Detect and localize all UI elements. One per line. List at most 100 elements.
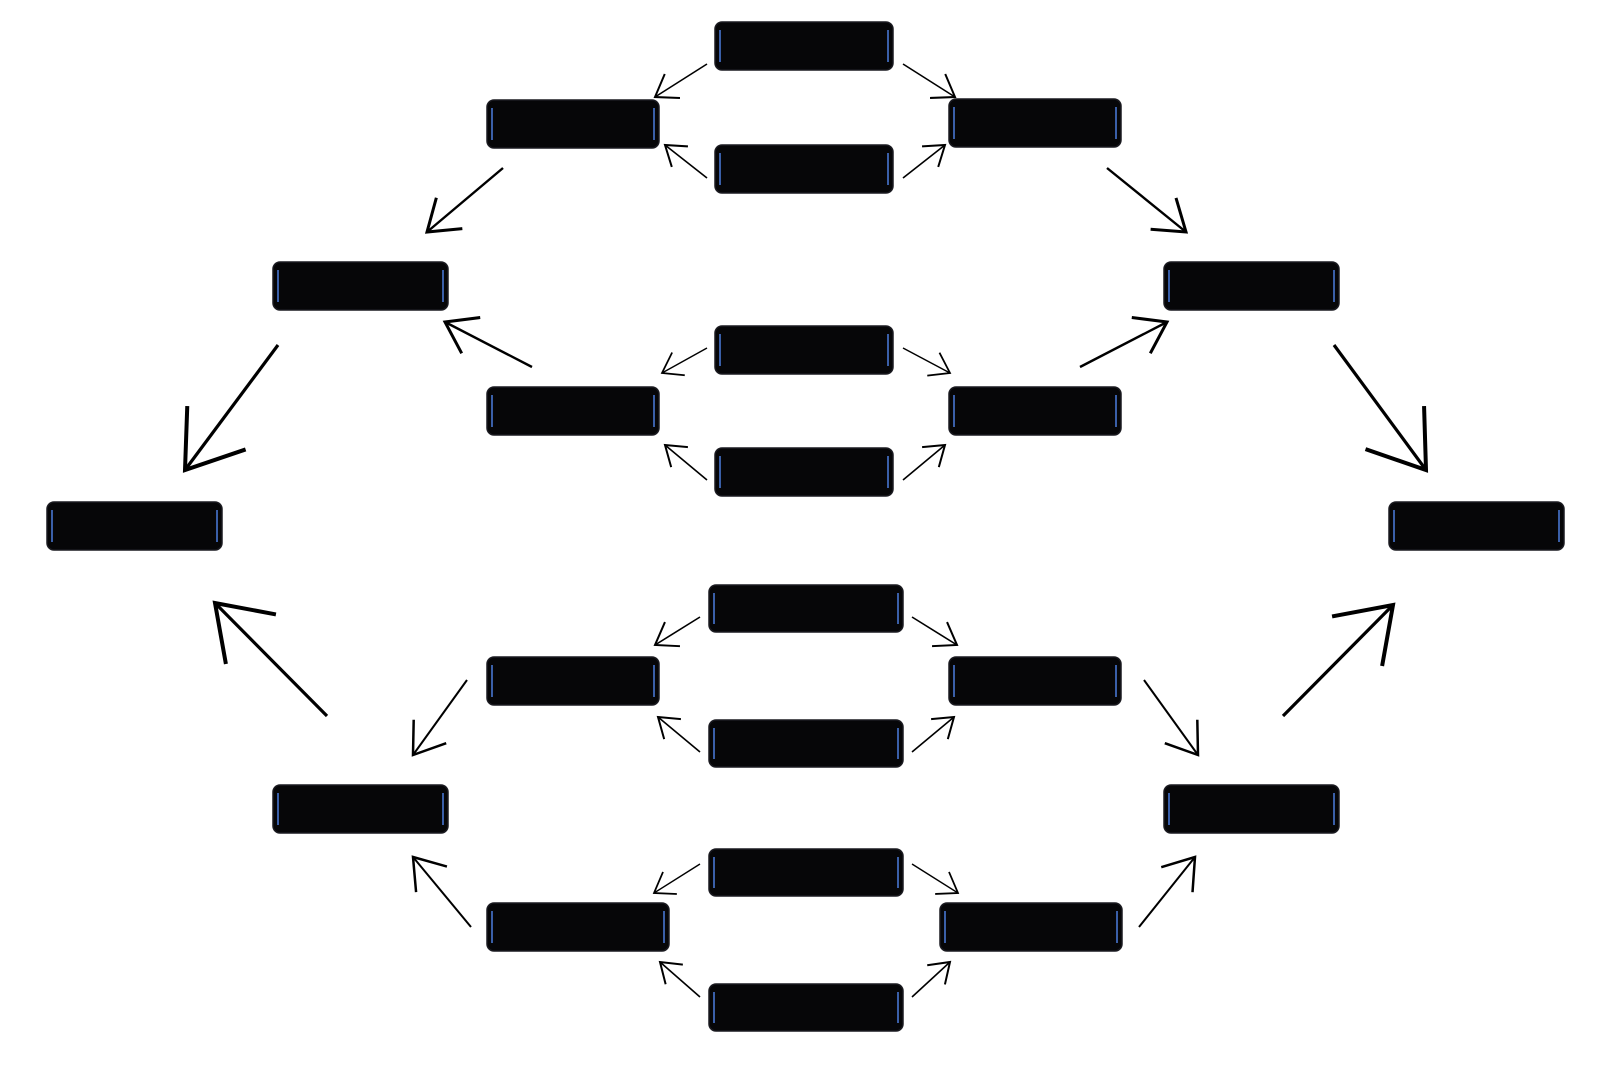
arrow-shaft xyxy=(1079,320,1168,369)
arrow-head xyxy=(652,871,677,895)
arrow-shaft xyxy=(1281,603,1395,718)
arrow-bottom-a-to-bottom-right xyxy=(911,863,960,895)
arrow-head xyxy=(424,197,463,234)
arrow-low-right-to-lower-right xyxy=(1143,679,1200,757)
arrow-head xyxy=(1160,855,1197,893)
arrow-head xyxy=(182,405,247,473)
arrow-head xyxy=(658,960,683,985)
arrow-shaft xyxy=(661,347,708,374)
arrow-head xyxy=(656,715,681,740)
node-low-a xyxy=(708,584,904,633)
node-low-right xyxy=(948,656,1122,706)
node-box xyxy=(708,719,904,768)
node-far-right xyxy=(1388,501,1565,551)
node-box xyxy=(714,325,894,375)
arrow-mid-left-to-upper-left xyxy=(442,316,533,369)
arrow-head xyxy=(929,73,957,99)
node-lower-left xyxy=(272,784,449,834)
arrow-shaft xyxy=(902,144,946,179)
node-bottom-right xyxy=(939,902,1123,952)
arrow-shaft xyxy=(911,863,959,894)
node-box xyxy=(714,144,894,194)
node-box xyxy=(1163,784,1340,834)
arrow-head xyxy=(927,352,952,377)
node-top-b xyxy=(714,144,894,194)
arrow-head xyxy=(660,352,685,377)
arrow-shaft xyxy=(1143,679,1199,756)
arrow-shaft xyxy=(664,144,708,179)
node-box xyxy=(948,656,1122,706)
arrow-shaft xyxy=(412,679,468,756)
arrow-head xyxy=(935,871,960,895)
arrow-top-b-to-top-left xyxy=(663,143,708,179)
node-bottom-left xyxy=(486,902,670,952)
node-box xyxy=(1388,501,1565,551)
arrow-top-b-to-top-right xyxy=(902,143,947,179)
node-mid-right xyxy=(948,386,1122,436)
node-box xyxy=(272,784,449,834)
arrow-bottom-b-to-bottom-left xyxy=(658,960,701,998)
arrow-upper-right-to-far-right xyxy=(1332,344,1429,473)
node-low-b xyxy=(708,719,904,768)
node-box xyxy=(486,902,670,952)
node-box xyxy=(948,98,1122,148)
node-box xyxy=(486,99,660,149)
node-box xyxy=(939,902,1123,952)
arrow-mid-b-to-mid-left xyxy=(663,443,708,481)
node-box xyxy=(714,447,894,497)
arrow-shaft xyxy=(902,63,956,98)
arrow-low-a-to-low-left xyxy=(653,616,701,648)
arrow-upper-left-to-far-left xyxy=(182,344,280,473)
arrow-shaft xyxy=(654,616,701,646)
arrow-shaft xyxy=(911,616,958,646)
arrow-mid-b-to-mid-right xyxy=(902,443,947,481)
node-box xyxy=(708,584,904,633)
arrow-head xyxy=(1164,719,1200,757)
node-box xyxy=(948,386,1122,436)
node-lower-right xyxy=(1163,784,1340,834)
arrow-mid-a-to-mid-left xyxy=(660,347,708,377)
arrow-head xyxy=(653,73,681,99)
arrow-lower-left-to-far-left xyxy=(212,600,329,718)
node-top-left xyxy=(486,99,660,149)
arrow-shaft xyxy=(654,63,708,98)
arrow-head xyxy=(1364,405,1429,473)
node-box xyxy=(1163,261,1340,311)
arrow-head xyxy=(1150,197,1189,234)
arrow-shaft xyxy=(1106,167,1187,233)
node-box xyxy=(486,656,660,706)
arrow-head xyxy=(1331,602,1396,667)
node-mid-b xyxy=(714,447,894,497)
arrow-head xyxy=(931,715,956,740)
arrow-shaft xyxy=(659,961,701,998)
arrow-bottom-b-to-bottom-right xyxy=(911,960,952,998)
arrow-shaft xyxy=(213,601,329,718)
arrow-shaft xyxy=(444,320,533,369)
node-box xyxy=(46,501,223,551)
node-upper-left xyxy=(272,261,449,311)
arrows-layer xyxy=(182,63,1429,998)
arrow-lower-right-to-far-right xyxy=(1281,602,1396,718)
arrow-low-b-to-low-left xyxy=(656,715,701,753)
arrow-head xyxy=(212,600,277,665)
arrow-top-a-to-top-right xyxy=(902,63,957,99)
node-top-a xyxy=(714,21,894,71)
arrow-shaft xyxy=(653,863,701,894)
arrow-head xyxy=(927,960,952,985)
arrow-head xyxy=(411,855,448,893)
node-bottom-a xyxy=(708,848,904,897)
arrow-bottom-a-to-bottom-left xyxy=(652,863,701,895)
arrow-shaft xyxy=(1332,344,1428,471)
arrow-bottom-right-to-lower-right xyxy=(1138,855,1197,928)
arrow-top-right-to-upper-right xyxy=(1106,167,1189,234)
arrow-head xyxy=(411,719,447,757)
arrow-shaft xyxy=(657,716,701,753)
node-box xyxy=(486,386,660,436)
node-box xyxy=(708,983,904,1032)
arrow-shaft xyxy=(911,716,955,753)
node-upper-right xyxy=(1163,261,1340,311)
node-mid-left xyxy=(486,386,660,436)
node-bottom-b xyxy=(708,983,904,1032)
arrow-low-b-to-low-right xyxy=(911,715,956,753)
